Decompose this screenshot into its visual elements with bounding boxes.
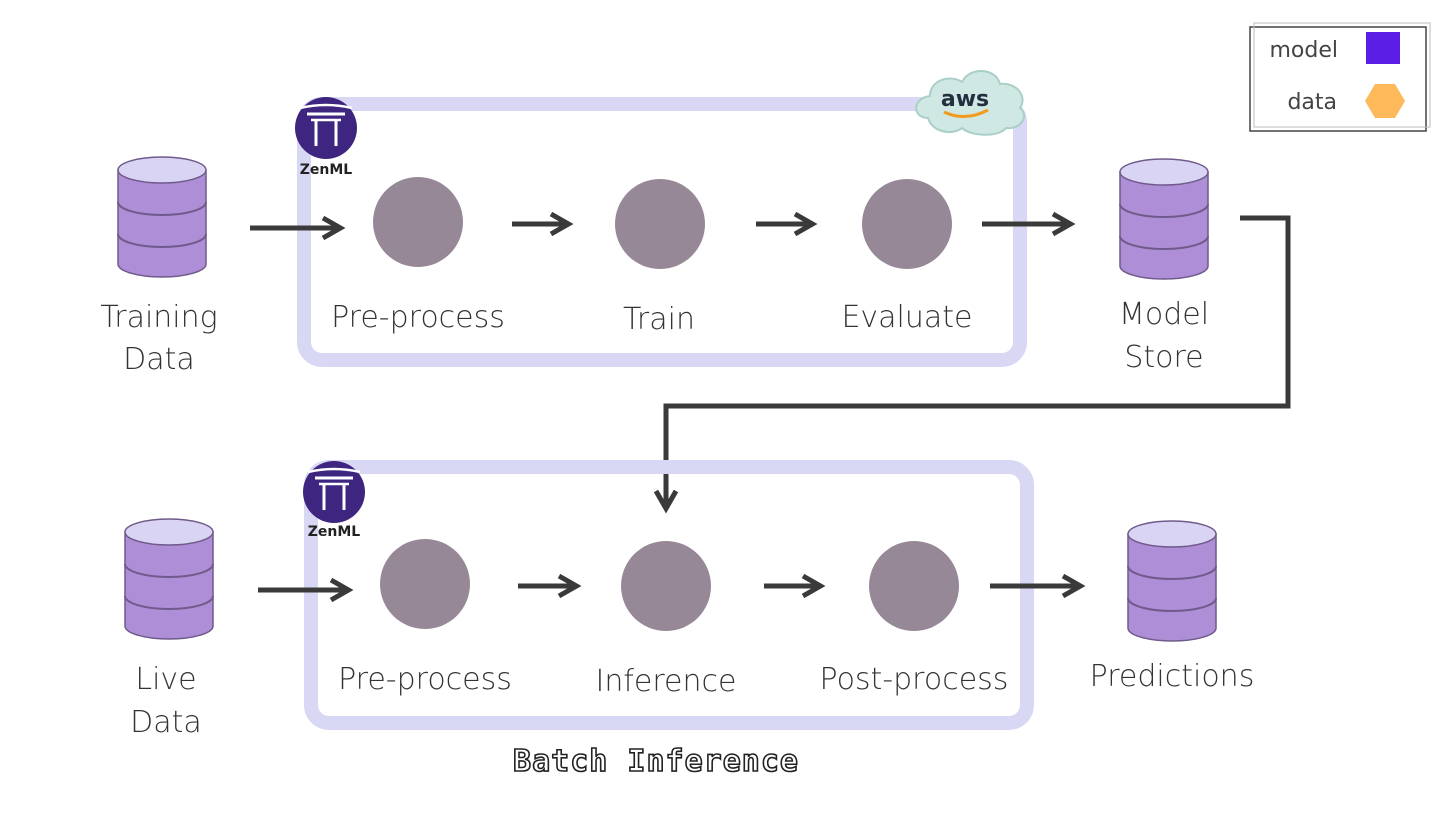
arrow-model-to-inference (653, 215, 1291, 514)
step-node-postprocess (869, 541, 959, 631)
training-data-label-2: Data (123, 342, 195, 377)
predictions-label: Predictions (1090, 659, 1255, 694)
model-store-db-icon (1119, 158, 1209, 280)
predictions-db-icon (1127, 520, 1217, 642)
step-node-evaluate (862, 179, 952, 269)
step-label-evaluate: Evaluate (841, 300, 972, 335)
training-data-label-1: Training (100, 300, 217, 335)
training-pipeline-box (297, 97, 1027, 367)
svg-text:ZenML: ZenML (300, 162, 353, 178)
step-node-inference (621, 541, 711, 631)
step-label-preprocess: Pre-process (331, 300, 505, 335)
step-node-train (615, 179, 705, 269)
step-label-inference: Inference (596, 664, 737, 699)
live-data-db-icon (124, 518, 214, 640)
step-node-preprocess (373, 177, 463, 267)
batch-inference-caption: Batch Inference (513, 744, 799, 779)
zenml-logo: ZenML (293, 95, 359, 178)
live-data-label-2: Data (130, 705, 202, 740)
svg-text:ZenML: ZenML (308, 524, 361, 540)
live-data-label-1: Live (135, 662, 196, 697)
zenml-logo-2: ZenML (301, 459, 367, 540)
model-store-label-2: Store (1124, 340, 1203, 375)
legend-label-data: data (1287, 90, 1337, 115)
legend-label-model: model (1269, 38, 1338, 63)
aws-cloud-icon: aws (915, 70, 1025, 136)
svg-text:aws: aws (941, 87, 989, 112)
training-data-db-icon (117, 156, 207, 278)
model-store-label-1: Model (1119, 297, 1209, 332)
step-label-postprocess: Post-process (820, 662, 1009, 697)
step-node-preprocess-inf (380, 539, 470, 629)
step-label-train: Train (623, 302, 695, 337)
step-label-preprocess-inf: Pre-process (338, 662, 512, 697)
inference-pipeline-box (304, 460, 1034, 730)
legend: model data (1249, 22, 1431, 132)
legend-swatch-model (1366, 32, 1400, 64)
legend-swatch-data (1365, 84, 1405, 118)
